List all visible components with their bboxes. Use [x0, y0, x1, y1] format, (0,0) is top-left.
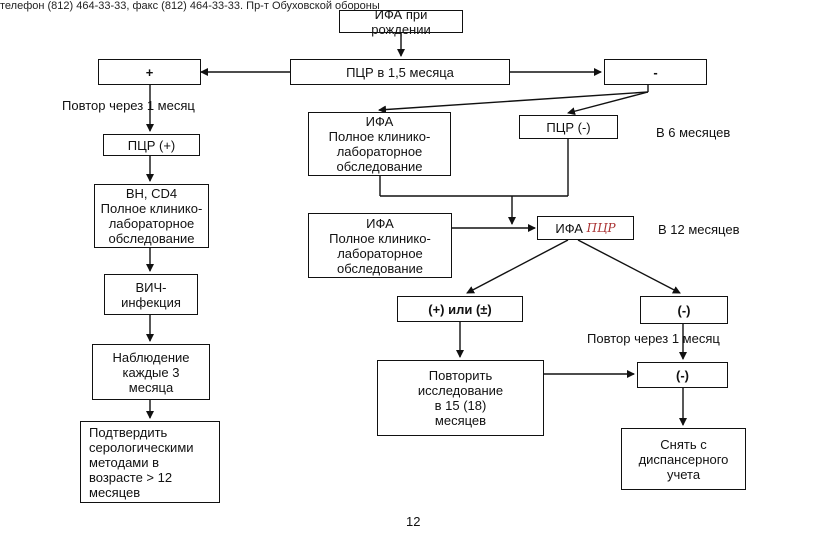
node-observation: Наблюдение каждые 3 месяца [92, 344, 210, 400]
node-ifa-full-exam-6-text: ИФА Полное клинико- лабораторное обследо… [328, 114, 431, 174]
handwritten-note: ПЦР [586, 220, 616, 235]
page-number: 12 [406, 514, 421, 529]
node-pcr-1-5-months-text: ПЦР в 1,5 месяца [346, 64, 454, 80]
node-ifa-full-exam-6: ИФА Полное клинико- лабораторное обследо… [308, 112, 451, 176]
node-pcr-positive: ПЦР (+) [103, 134, 200, 156]
node-vn-cd4: ВН, CD4 Полное клинико- лабораторное обс… [94, 184, 209, 248]
header-fragment: телефон (812) 464-33-33, факс (812) 464-… [0, 0, 380, 12]
node-ifa-birth-text: ИФА при рождении [371, 6, 431, 37]
node-pcr-1-5-months: ПЦР в 1,5 месяца [290, 59, 510, 85]
node-repeat-test-text: Повторить исследование в 15 (18) месяцев [417, 368, 504, 428]
node-positive-or-doubtful: (+) или (±) [397, 296, 523, 322]
node-ifa-birth: ИФА при рождении [339, 7, 463, 37]
node-minus-text: - [653, 64, 658, 80]
node-plus: + [98, 59, 201, 85]
node-ifa-12-text: ИФА [555, 220, 583, 236]
node-observation-text: Наблюдение каждые 3 месяца [112, 349, 190, 395]
node-hiv-infection: ВИЧ- инфекция [104, 274, 198, 315]
node-pcr-negative: ПЦР (-) [519, 115, 618, 139]
node-pcr-positive-text: ПЦР (+) [127, 137, 176, 153]
node-remove-from-registry-text: Снять с диспансерного учета [638, 436, 729, 482]
node-negative-final: (-) [637, 362, 728, 388]
node-vn-cd4-text: ВН, CD4 Полное клинико- лабораторное обс… [100, 186, 203, 246]
label-repeat-1-month-left: Повтор через 1 месяц [62, 98, 195, 113]
node-ifa-12: ИФА ПЦР [537, 216, 634, 240]
node-repeat-test: Повторить исследование в 15 (18) месяцев [377, 360, 544, 436]
node-plus-text: + [145, 64, 154, 80]
node-negative-12: (-) [640, 296, 728, 324]
node-negative-12-text: (-) [677, 302, 691, 318]
node-remove-from-registry: Снять с диспансерного учета [621, 428, 746, 490]
node-confirm-serology: Подтвердить серологическими методами в в… [80, 421, 220, 503]
label-at-6-months: В 6 месяцев [656, 125, 731, 140]
node-pcr-negative-text: ПЦР (-) [546, 119, 591, 135]
node-positive-or-doubtful-text: (+) или (±) [428, 301, 492, 317]
node-ifa-full-exam-12-text: ИФА Полное клинико- лабораторное обследо… [329, 215, 431, 276]
node-confirm-serology-text: Подтвердить серологическими методами в в… [89, 424, 194, 500]
node-hiv-infection-text: ВИЧ- инфекция [121, 279, 181, 310]
node-ifa-full-exam-12: ИФА Полное клинико- лабораторное обследо… [308, 213, 452, 278]
node-minus: - [604, 59, 707, 85]
node-negative-final-text: (-) [676, 367, 689, 383]
label-at-12-months: В 12 месяцев [658, 222, 740, 237]
label-repeat-1-month-right: Повтор через 1 месяц [587, 331, 720, 346]
